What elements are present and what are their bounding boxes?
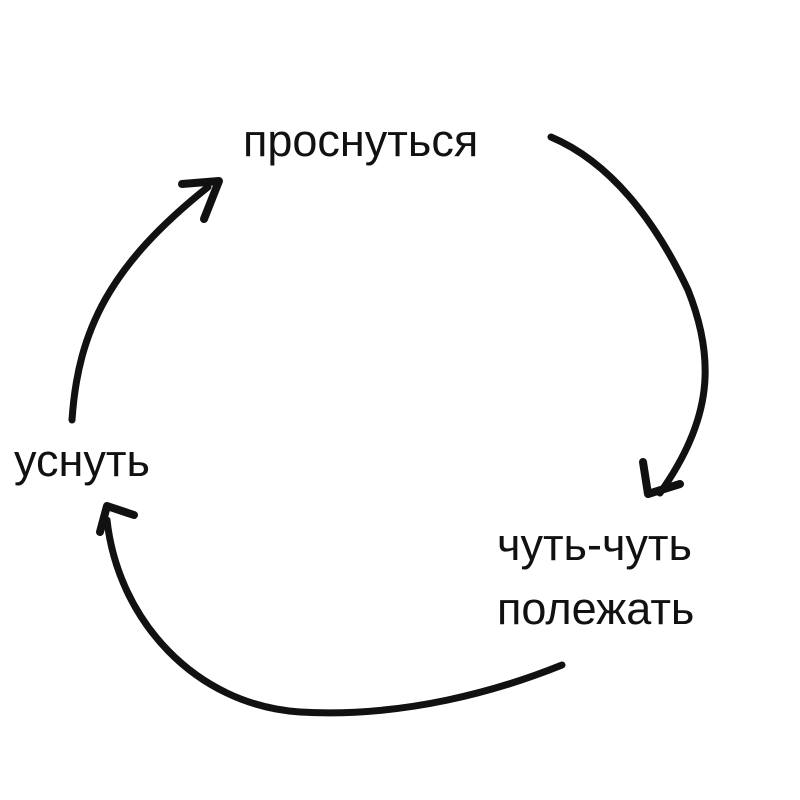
arrow-lie-to-sleep-curve	[103, 516, 566, 717]
arrow-sleep-to-wake-head	[178, 177, 223, 223]
arrow-lie-to-sleep	[96, 502, 566, 717]
arrow-sleep-to-wake-curve	[68, 183, 212, 424]
arrow-wake-to-lie	[547, 133, 709, 498]
stage-label-lie-line1: чуть-чуть	[497, 519, 692, 570]
arrow-lie-to-sleep-head	[96, 502, 138, 536]
stage-label-wake: проснуться	[243, 115, 479, 166]
arrow-wake-to-lie-curve	[547, 133, 709, 497]
stage-label-sleep: уснуть	[14, 435, 150, 486]
arrow-wake-to-lie-head	[639, 458, 684, 498]
arrow-sleep-to-wake	[68, 177, 223, 424]
stage-label-lie-line2: полежать	[497, 583, 695, 634]
